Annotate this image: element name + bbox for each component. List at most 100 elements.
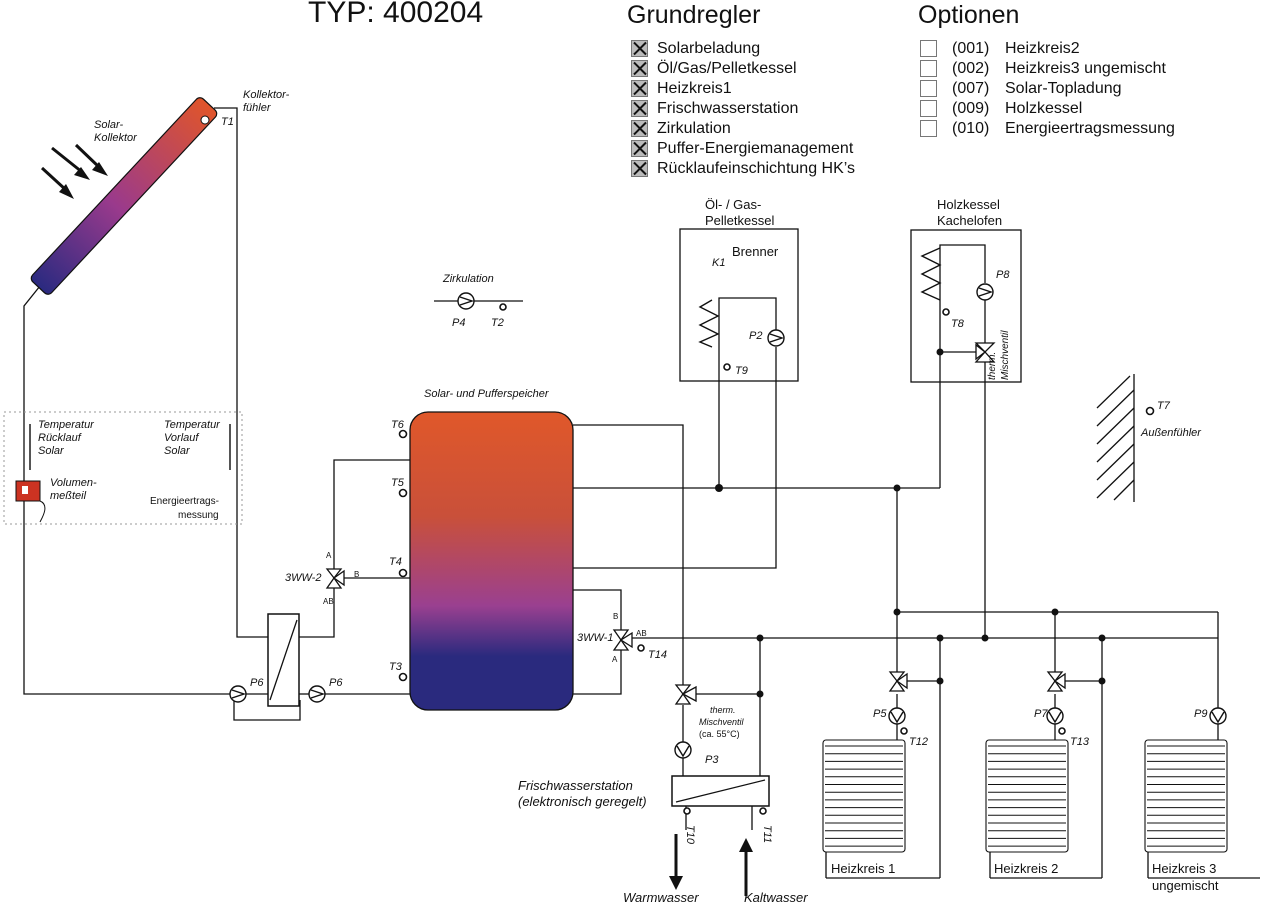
- temp-ruecklauf-label: Solar: [38, 445, 64, 457]
- checkbox-zirkulation[interactable]: [631, 120, 648, 137]
- holzkessel-label: Kachelofen: [937, 213, 1003, 228]
- checkbox-heizkreis1[interactable]: [631, 80, 648, 97]
- fws-label: Frischwasserstation: [518, 778, 633, 793]
- sensor-t1-label: T1: [221, 116, 234, 128]
- option-code: (010): [952, 120, 990, 137]
- sensor-t6-label: T6: [391, 419, 404, 431]
- checkbox-puffer[interactable]: [631, 140, 648, 157]
- solar-heat-exchanger: [267, 613, 300, 707]
- port-b-label: B: [613, 612, 619, 621]
- aussenfuehler-label: Außenfühler: [1141, 427, 1201, 439]
- diagram-title: TYP: 400204: [308, 0, 484, 29]
- heizkreis-3-label: Heizkreis 3: [1152, 861, 1217, 876]
- grundregler-item-label: Solarbeladung: [657, 40, 761, 57]
- volumenmessteil-label: meßteil: [50, 490, 87, 502]
- holz-mischventil-label: therm.: [987, 351, 998, 380]
- port-a-label: A: [612, 655, 618, 664]
- kessel-label: Öl- / Gas-: [705, 197, 762, 212]
- pump-p5-label: P5: [873, 708, 887, 720]
- sensor-t12-label: T12: [909, 736, 928, 748]
- checkbox-frischwasserstation[interactable]: [631, 100, 648, 117]
- pump-p8-label: P8: [996, 269, 1010, 281]
- sensor-t3-label: T3: [389, 661, 402, 673]
- option-code: (007): [952, 80, 990, 97]
- grundregler-item-label: Rücklaufeinschichtung HK’s: [657, 160, 856, 177]
- water-arrows: [669, 834, 753, 896]
- checkbox-option-002[interactable]: [920, 60, 937, 77]
- checkbox-ruecklauf[interactable]: [631, 160, 648, 177]
- temperature-sensors: [398, 303, 1155, 815]
- port-b-label: B: [354, 570, 360, 579]
- volume-meter: [15, 424, 231, 523]
- sensor-t2-label: T2: [491, 317, 504, 329]
- solar-kollektor-label: Kollektor: [94, 132, 137, 144]
- temp-vorlauf-label: Solar: [164, 445, 190, 457]
- sensor-t9-label: T9: [735, 365, 748, 377]
- checkbox-solarbeladung[interactable]: [631, 40, 648, 57]
- grundregler-item-label: Heizkreis1: [657, 80, 732, 97]
- brenner-label: Brenner: [732, 244, 779, 259]
- sensor-t11-label: T11: [761, 825, 773, 844]
- pump-p3-label: P3: [705, 754, 719, 766]
- k1-label: K1: [712, 257, 726, 269]
- fw-mischventil-label: therm.: [710, 705, 736, 715]
- holzkessel-label: Holzkessel: [937, 197, 1000, 212]
- pump-p7-label: P7: [1034, 708, 1048, 720]
- sensor-t10-label: T10: [684, 825, 696, 844]
- solar-collector: [30, 97, 218, 295]
- temp-vorlauf-label: Vorlauf: [164, 432, 199, 444]
- heizkreis-3-label: ungemischt: [1152, 878, 1219, 893]
- fresh-water-exchanger: [671, 775, 770, 807]
- sensor-t4-label: T4: [389, 556, 402, 568]
- kaltwasser-label: Kaltwasser: [744, 890, 808, 905]
- port-ab-label: AB: [323, 597, 334, 606]
- heizkreis-2-label: Heizkreis 2: [994, 861, 1059, 876]
- fw-mischventil-label: Mischventil: [699, 717, 744, 727]
- checkbox-option-010[interactable]: [920, 120, 937, 137]
- port-ab-label: AB: [636, 629, 647, 638]
- junctions: [715, 348, 1106, 698]
- pumps: [229, 283, 1227, 759]
- pump-p2-label: P2: [749, 330, 763, 342]
- sensor-t7-label: T7: [1157, 400, 1170, 412]
- oil-boiler-coil: [698, 299, 720, 348]
- heizkreis-1-label: Heizkreis 1: [831, 861, 896, 876]
- option-code: (002): [952, 60, 990, 77]
- pump-p9-label: P9: [1194, 708, 1208, 720]
- kollektorfuehler-label: Kollektor-: [243, 89, 290, 101]
- sensor-t13-label: T13: [1070, 736, 1089, 748]
- speicher-label: Solar- und Pufferspeicher: [424, 388, 549, 400]
- valves: [325, 342, 1066, 705]
- wood-boiler-coil: [920, 247, 942, 301]
- sensor-t14-label: T14: [648, 649, 667, 661]
- option-label: Solar-Topladung: [1005, 80, 1122, 97]
- checkbox-option-007[interactable]: [920, 80, 937, 97]
- grundregler-item-label: Puffer-Energiemanagement: [657, 140, 854, 157]
- outdoor-wall: [1096, 374, 1135, 502]
- temp-ruecklauf-label: Temperatur: [38, 419, 94, 431]
- grundregler-heading: Grundregler: [627, 1, 761, 29]
- option-code: (009): [952, 100, 990, 117]
- holz-mischventil-label: Mischventil: [1000, 330, 1011, 380]
- optionen-heading: Optionen: [918, 1, 1020, 29]
- sensor-t5-label: T5: [391, 477, 404, 489]
- port-a-label: A: [326, 551, 332, 560]
- energieertrag-label: messung: [178, 510, 219, 521]
- temp-ruecklauf-label: Rücklauf: [38, 432, 81, 444]
- option-label: Heizkreis2: [1005, 40, 1080, 57]
- pump-p4-label: P4: [452, 317, 466, 329]
- radiator-fins: [825, 745, 1225, 847]
- checkbox-kessel[interactable]: [631, 60, 648, 77]
- temp-vorlauf-label: Temperatur: [164, 419, 220, 431]
- valve-3ww2-label: 3WW-2: [285, 572, 322, 584]
- energieertrag-label: Energieertrags-: [150, 496, 219, 507]
- option-label: Holzkessel: [1005, 100, 1083, 117]
- grundregler-item-label: Zirkulation: [657, 120, 731, 137]
- pump-p6-label: P6: [329, 677, 343, 689]
- checkbox-option-001[interactable]: [920, 40, 937, 57]
- checkbox-option-009[interactable]: [920, 100, 937, 117]
- option-code: (001): [952, 40, 990, 57]
- option-label: Heizkreis3 ungemischt: [1005, 60, 1166, 77]
- sensor-t8-label: T8: [951, 318, 964, 330]
